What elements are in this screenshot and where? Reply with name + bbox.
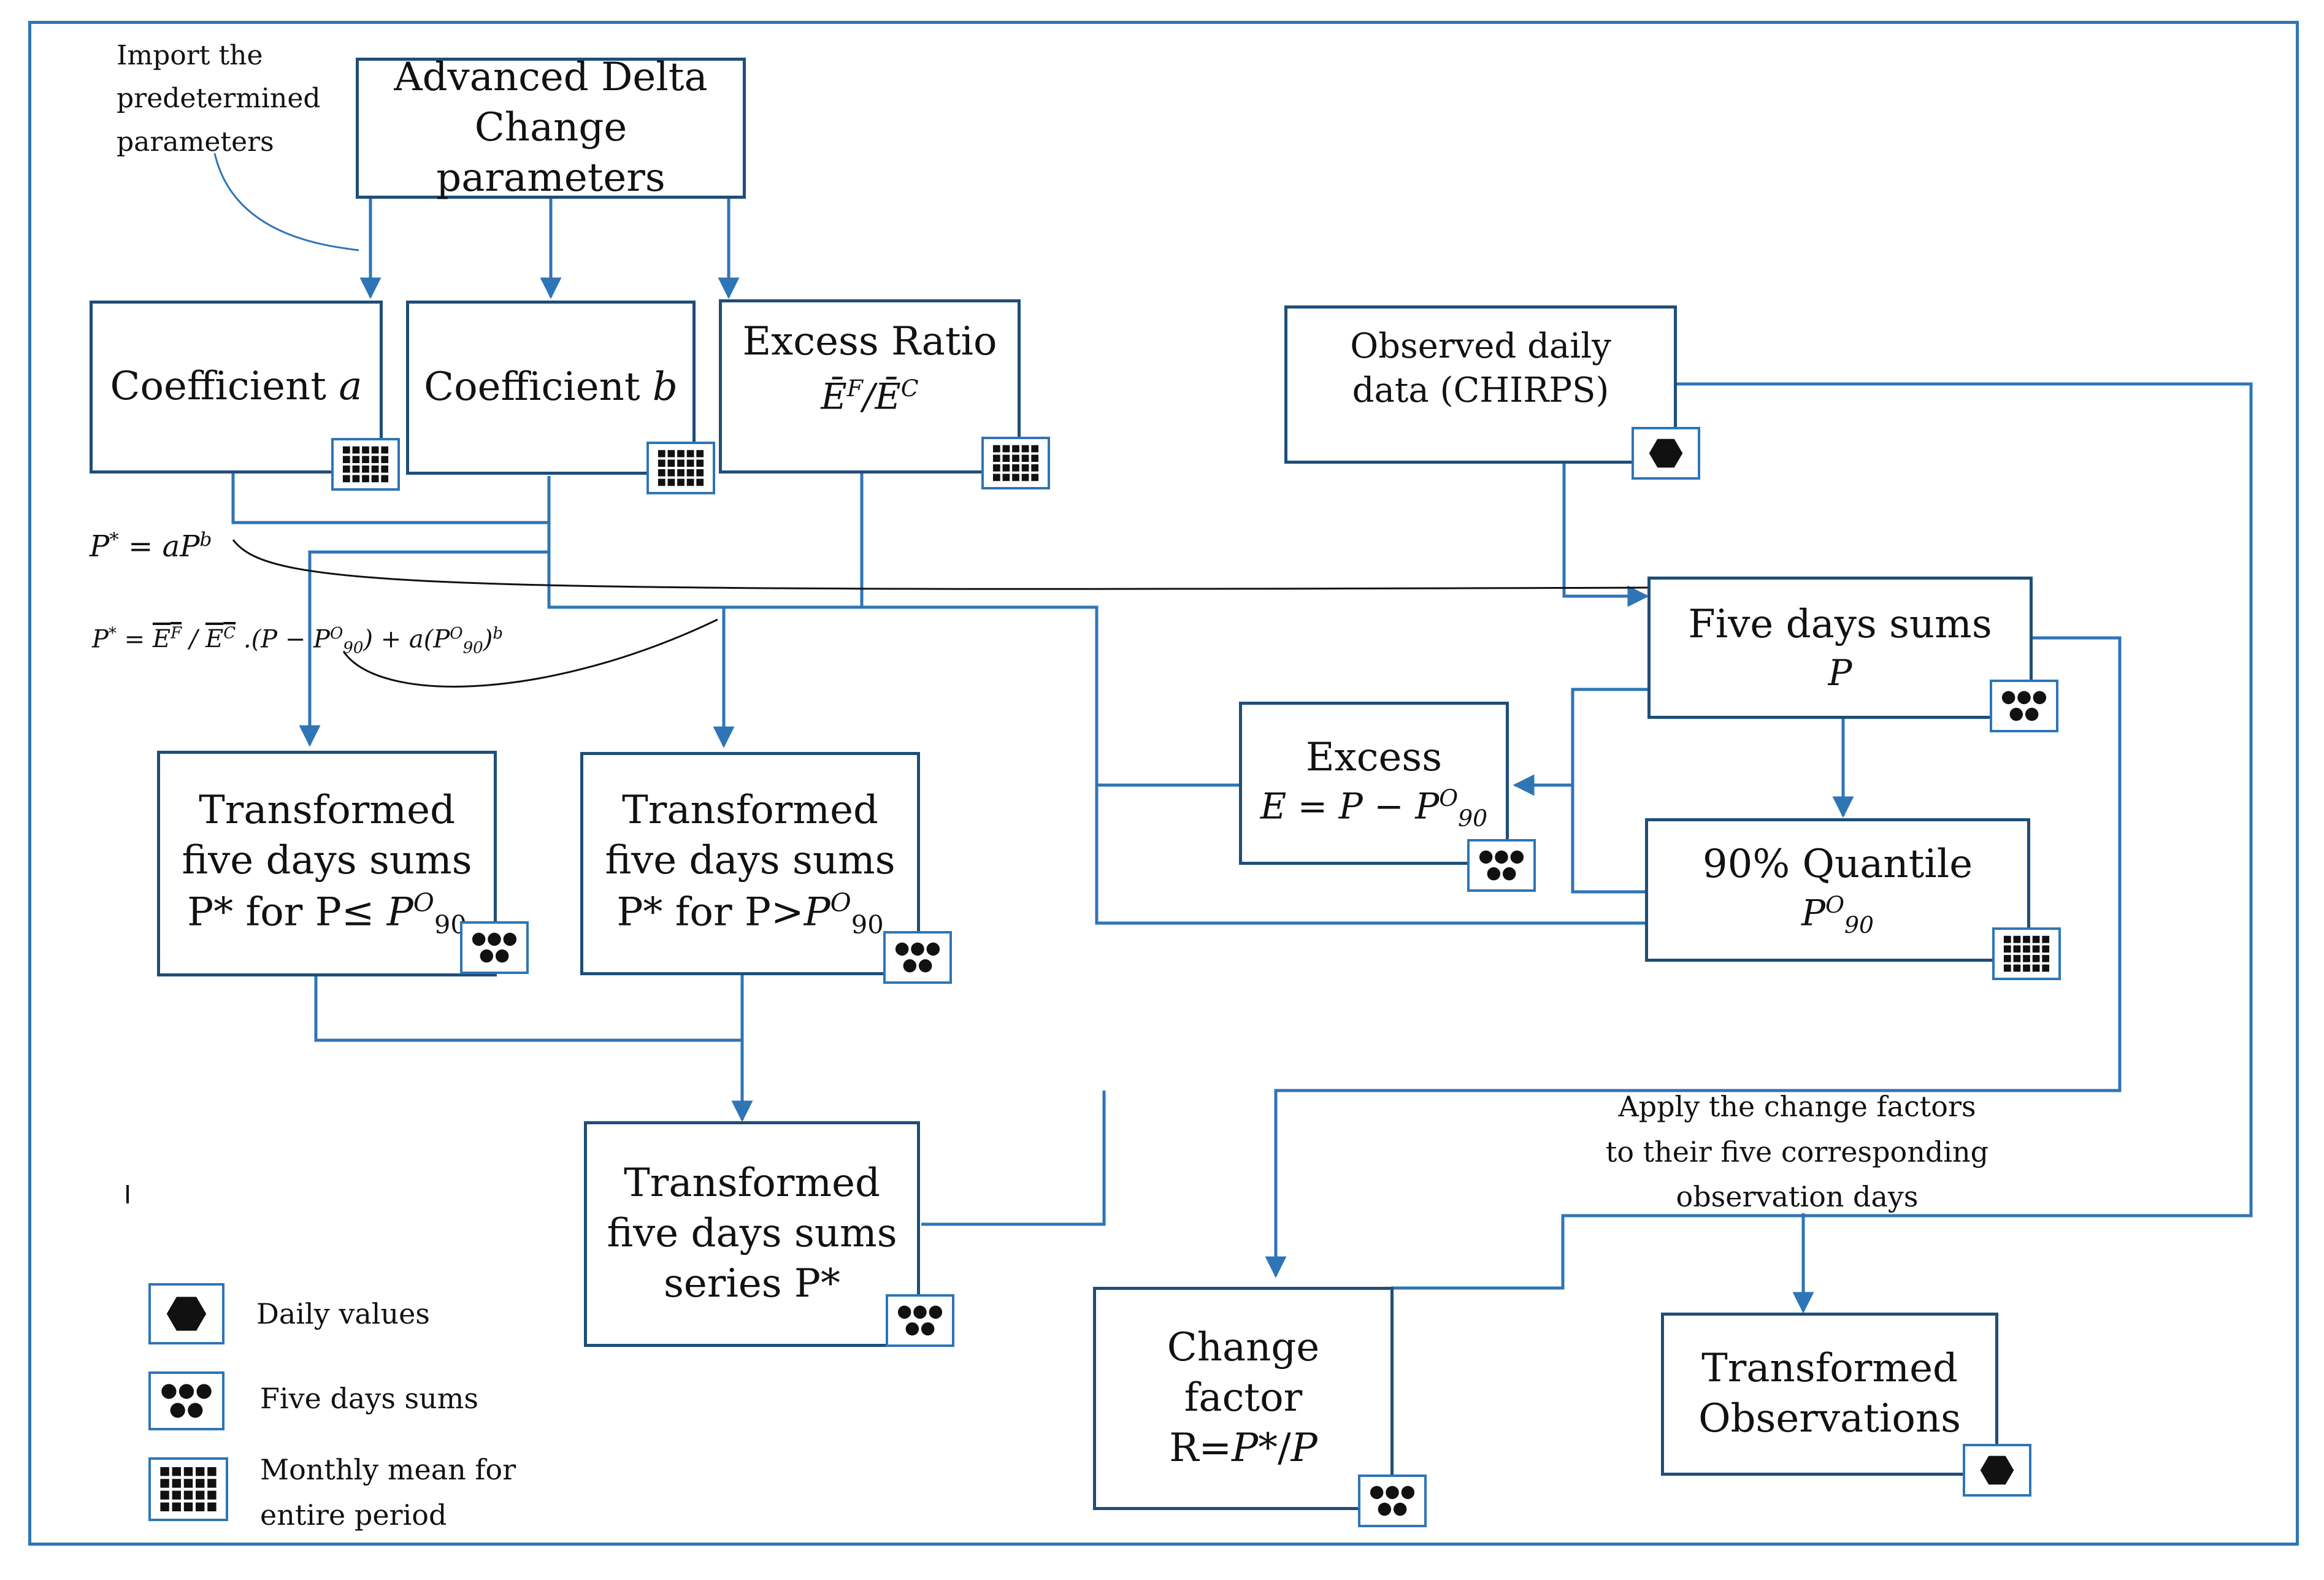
excess-title: Excess <box>1305 735 1443 781</box>
five-days-icon <box>460 921 529 974</box>
line-coef-a-bus <box>231 472 549 524</box>
change-line2: factor <box>1184 1375 1303 1421</box>
trans-le-line3: P* for P≤ PO90 <box>187 888 467 940</box>
line-quantile-to-excess-bracket <box>1571 785 1649 894</box>
apply-note: Apply the change factors to their five c… <box>1605 1090 1989 1214</box>
trans-series-line1: Transformed <box>624 1160 880 1206</box>
coef-a-title: Coefficient a <box>110 364 362 410</box>
adc-parameters-box: Advanced Delta Change parameters <box>356 55 746 201</box>
eq1-pointer-curve <box>232 539 1649 590</box>
trans-le-line1: Transformed <box>199 788 455 834</box>
five-days-icon <box>883 931 952 984</box>
line-observed-to-trans-obs <box>1391 382 2253 1290</box>
arrow-observed-to-five-days <box>1562 464 1649 607</box>
transformed-gt-box: Transformed five days sums P* for P>PO90 <box>580 752 920 975</box>
coef-b-title: Coefficient b <box>424 364 678 410</box>
quantile-formula: PO90 <box>1801 891 1874 939</box>
observed-title: Observed daily data (CHIRPS) <box>1350 326 1611 410</box>
trans-series-line2: five days sums <box>607 1211 897 1257</box>
line-five-days-to-change-factor <box>1265 636 2122 1278</box>
daily-icon <box>1632 427 1700 480</box>
line-coef-b-bus <box>547 476 859 609</box>
legend-daily-icon <box>148 1283 224 1344</box>
trans-gt-line1: Transformed <box>622 788 878 834</box>
import-note-curve <box>213 153 359 251</box>
equation-excess: P* = EF / EC .(P − PO90) + a(PO90)b <box>92 624 503 658</box>
excess-box: Excess E = P − PO90 <box>1239 702 1509 865</box>
line-trans-le-to-merge <box>314 975 742 1042</box>
import-note: Import the predetermined parameters <box>117 40 321 158</box>
observed-data-box: Observed daily data (CHIRPS) <box>1284 305 1677 464</box>
coefficient-b-box: Coefficient b <box>406 301 696 475</box>
excess-formula: E = P − PO90 <box>1260 784 1488 832</box>
five-days-sums-box: Five days sums P <box>1647 577 2033 719</box>
five-days-formula: P <box>1828 651 1852 694</box>
excess-ratio-box: Excess Ratio ĒF/ĒC <box>719 299 1021 474</box>
excess-ratio-title: Excess Ratio <box>742 319 997 364</box>
monthly-icon <box>981 437 1050 489</box>
change-factor-box: Change factor R=P*/P <box>1093 1287 1394 1510</box>
trans-gt-line3: P* for P>PO90 <box>616 888 884 940</box>
legend-daily-label: Daily values <box>256 1297 430 1330</box>
outer-frame <box>28 21 2299 1546</box>
five-days-icon <box>1467 839 1536 892</box>
daily-icon <box>1963 1444 2031 1497</box>
change-line3: R=P*/P <box>1169 1425 1317 1471</box>
equation-power: P* = aPb <box>90 529 212 564</box>
trans-obs-line2: Observations <box>1698 1396 1961 1441</box>
trans-series-line3: series P* <box>664 1260 840 1306</box>
excess-ratio-formula: ĒF/ĒC <box>821 374 919 418</box>
five-days-title: Five days sums <box>1688 601 1992 647</box>
legend-five-days-label: Five days sums <box>260 1382 479 1415</box>
quantile-box: 90% Quantile PO90 <box>1645 818 2030 962</box>
five-days-icon <box>1990 680 2058 732</box>
trans-obs-line1: Transformed <box>1701 1346 1958 1392</box>
transformed-le-box: Transformed five days sums P* for P≤ PO9… <box>157 751 497 976</box>
monthly-icon <box>646 442 715 494</box>
monthly-icon <box>331 438 400 491</box>
trans-gt-line2: five days sums <box>605 838 895 884</box>
legend-five-days-icon <box>148 1371 224 1430</box>
change-line1: Change <box>1167 1325 1320 1371</box>
adc-title: Advanced Delta Change parameters <box>394 55 708 201</box>
five-days-icon <box>1358 1475 1427 1527</box>
line-series-to-change <box>921 1091 1106 1226</box>
monthly-icon <box>1992 927 2061 980</box>
legend-monthly-icon <box>148 1457 228 1521</box>
arrow-five-days-to-excess <box>1513 688 1649 796</box>
eq2-pointer-curve <box>342 618 718 688</box>
five-days-icon <box>886 1294 954 1347</box>
transformed-series-box: Transformed five days sums series P* <box>584 1121 920 1347</box>
arrow-bus-to-trans-le <box>299 550 549 747</box>
transformed-observations-box: Transformed Observations <box>1661 1313 1998 1476</box>
quantile-title: 90% Quantile <box>1702 842 1973 888</box>
line-bus-to-excess-quantile <box>859 605 1649 925</box>
legend-monthly-label: Monthly mean for entire period <box>260 1453 516 1532</box>
trans-le-line2: five days sums <box>182 838 472 884</box>
